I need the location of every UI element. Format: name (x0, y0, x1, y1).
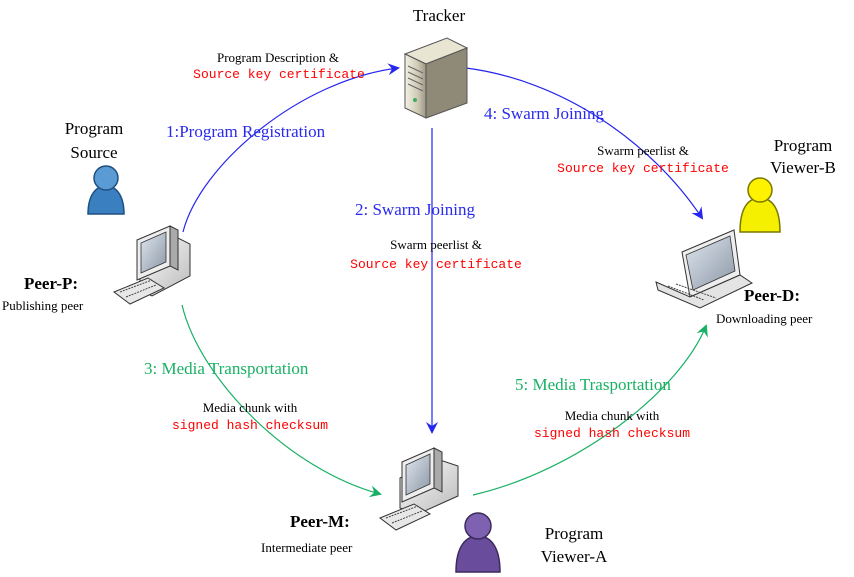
viewer-a-label-line1: Program (544, 524, 604, 543)
peer-d-name: Peer-D: (744, 286, 800, 305)
viewer-a-label-line2: Viewer-A (540, 547, 608, 566)
program-source-person-icon (87, 165, 125, 215)
viewer-b-label-line1: Program (773, 136, 833, 155)
flow2-note-red: Source key certificate (350, 257, 522, 272)
flow4-step: 4: Swarm Joining (484, 104, 604, 123)
arrow-swarm-joining-d (465, 67, 704, 220)
flow1-note-red: Source key certificate (193, 67, 365, 82)
flow2-step: 2: Swarm Joining (355, 200, 475, 219)
flow2-note: Swarm peerlist & (390, 237, 482, 252)
flow5-note-red: signed hash checksum (533, 426, 691, 441)
flow5-step: 5: Media Trasportation (515, 375, 671, 394)
peer-p-role: Publishing peer (2, 298, 84, 313)
flow1-note: Program Description & (216, 50, 340, 65)
program-source-label-line2: Source (70, 143, 118, 162)
peer-p-name: Peer-P: (24, 274, 79, 293)
peer-m-role: Intermediate peer (261, 540, 353, 555)
peer-d-laptop-icon (655, 229, 754, 309)
flow5-note: Media chunk with (564, 408, 660, 423)
flow3-note: Media chunk with (202, 400, 298, 415)
arrow-media-transport-md (472, 324, 708, 496)
tracker-label: Tracker (412, 6, 466, 25)
flow4-note: Swarm peerlist & (597, 143, 689, 158)
peer-p-desktop-icon (112, 225, 191, 305)
flow3-step: 3: Media Transportation (144, 359, 309, 378)
flow3-note-red: signed hash checksum (171, 418, 329, 433)
arrow-program-registration (182, 63, 400, 233)
peer-m-name: Peer-M: (290, 512, 350, 531)
viewer-b-label-line2: Viewer-B (770, 158, 836, 177)
peer-m-desktop-icon (378, 447, 459, 531)
program-source-label-line1: Program (64, 119, 124, 138)
viewer-b-person-icon (739, 177, 781, 233)
viewer-a-person-icon (455, 512, 501, 573)
flow1-step: 1:Program Registration (166, 122, 326, 141)
arrow-media-transport-pm (181, 304, 382, 498)
flow4-note-red: Source key certificate (557, 161, 729, 176)
peer-d-role: Downloading peer (716, 311, 813, 326)
tracker-server-icon (403, 37, 469, 119)
